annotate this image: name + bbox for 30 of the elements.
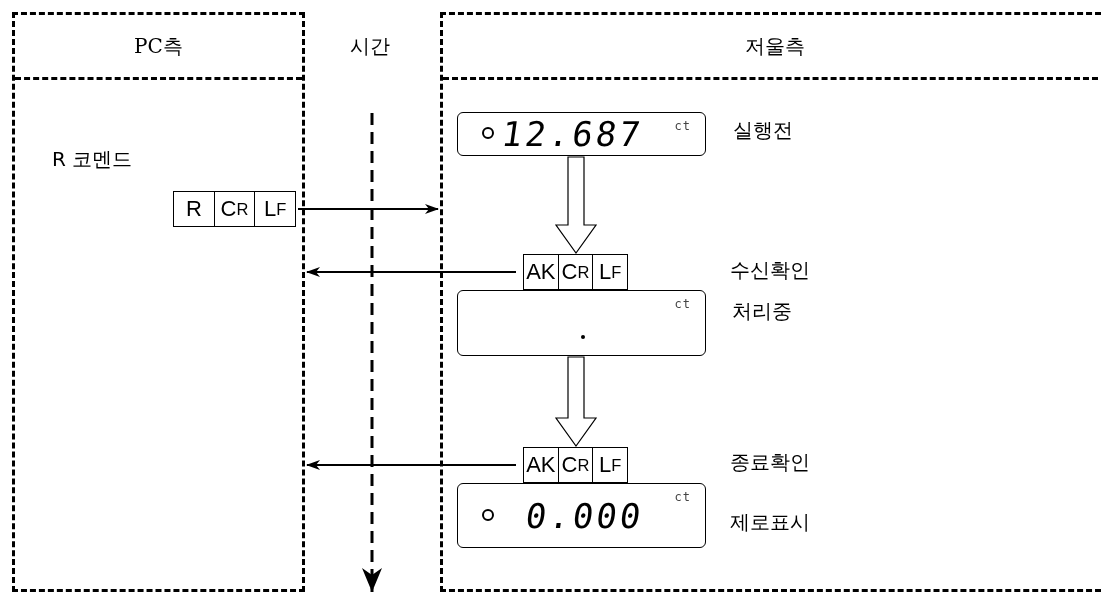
axis-label: 시간 <box>350 33 390 60</box>
block-arrow <box>554 356 598 448</box>
display-panel <box>457 483 706 548</box>
code-cell: AK <box>523 447 559 483</box>
step-note: 수신확인 <box>730 257 810 284</box>
code-frame <box>524 447 628 483</box>
swimlane <box>12 12 305 592</box>
code-cell: R <box>173 191 215 227</box>
swimlane <box>440 12 1101 592</box>
step-note: 처리중 <box>732 298 792 325</box>
unit-label: ct <box>674 297 691 311</box>
unit-label: ct <box>674 490 691 504</box>
step-note: R 코멘드 <box>52 146 133 173</box>
step-note: 실행전 <box>733 117 793 144</box>
arrow <box>297 204 439 214</box>
code-frame <box>524 254 628 290</box>
unit-label: ct <box>674 119 691 133</box>
step-note: 종료확인 <box>730 449 810 476</box>
step-note: 제로표시 <box>730 509 810 536</box>
block-arrow <box>554 156 598 255</box>
lane-heading: PC측 <box>134 32 183 60</box>
display-value: 12.687 <box>499 114 646 154</box>
lane-heading: 저울측 <box>745 32 805 60</box>
arrow <box>306 267 517 277</box>
code-frame <box>174 191 296 227</box>
code-cell: AK <box>523 254 559 290</box>
display-value: 0.000 <box>522 495 646 536</box>
display-panel <box>457 112 706 156</box>
arrow <box>306 460 517 470</box>
display-panel <box>457 290 706 356</box>
